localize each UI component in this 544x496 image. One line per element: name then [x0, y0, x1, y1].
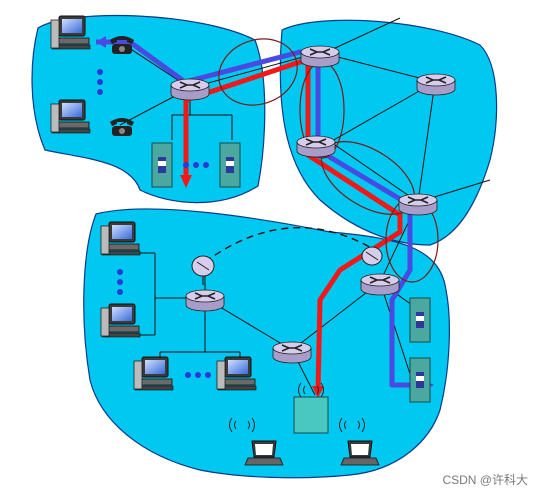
home-network-region	[31, 14, 266, 204]
access-point-icon	[293, 382, 329, 434]
phone-icon	[110, 118, 134, 136]
blue-arrow-start	[96, 36, 106, 48]
ellipsis-dots	[183, 162, 209, 168]
host-computer-icon	[100, 221, 141, 256]
phone-icon	[110, 36, 134, 54]
host-computer-icon	[100, 303, 141, 338]
ellipsis-dots	[97, 69, 103, 95]
satellite-dish-icon	[191, 255, 215, 285]
router-icon	[416, 73, 456, 96]
ellipsis-dots	[185, 372, 211, 378]
watermark: CSDN @许科大	[442, 473, 528, 487]
red-path	[183, 59, 403, 391]
host-computer-icon	[50, 15, 91, 50]
host-computer-icon	[216, 356, 257, 391]
router-icon	[398, 193, 438, 216]
router-icon	[296, 135, 336, 158]
router-icon	[360, 273, 400, 296]
server-icon	[409, 297, 431, 343]
server-icon	[409, 357, 431, 403]
red-arrow-start	[180, 175, 192, 188]
satellite-dish-icon	[361, 246, 383, 266]
host-computer-icon	[133, 356, 174, 391]
router-icon	[170, 78, 210, 101]
satellite-link	[204, 227, 376, 263]
router-icon	[185, 289, 225, 312]
server-icon	[151, 142, 173, 188]
host-computer-icon	[50, 99, 91, 134]
server-icon	[219, 142, 241, 188]
router-icon	[272, 341, 312, 364]
router-icon	[300, 45, 340, 68]
ellipsis-dots	[117, 269, 123, 295]
